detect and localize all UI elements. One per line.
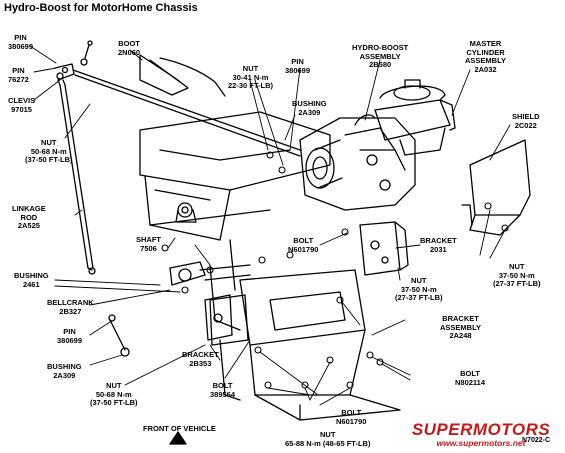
linkage-rod-drawing [54, 63, 96, 275]
label-nut-50-68-left: NUT 50-68 N-m (37-50 FT-LB) [25, 138, 73, 164]
top-pin-drawing [80, 40, 93, 66]
figure-code: N7022-C [522, 437, 551, 444]
diagram-title: Hydro-Boost for MotorHome Chassis [4, 2, 198, 14]
label-hydro-boost-assembly: HYDRO-BOOST ASSEMBLY 2B580 [352, 43, 409, 69]
bracket-2031-drawing [359, 221, 409, 276]
label-bolt-n802114: BOLT N802114 [455, 369, 486, 387]
label-nut-30-41: NUT 30-41 N-m 22-30 FT-LB) [228, 64, 274, 90]
watermark-brand: SUPERMOTORS [411, 420, 551, 439]
support-plate-drawing [139, 111, 331, 291]
label-bracket-2b353: BRACKET 2B353 [182, 350, 219, 368]
fastener-drawings [161, 151, 509, 389]
push-rod-drawing [72, 54, 301, 157]
watermark-url: www.supermotors.net [436, 438, 526, 448]
label-bracket-assembly: BRACKET ASSEMBLY 2A248 [440, 314, 481, 340]
label-linkage-rod: LINKAGE ROD 2A525 [12, 204, 46, 230]
label-bushing-2a309-top: BUSHING 2A309 [292, 99, 327, 117]
label-nut-37-50-mid: NUT 37-50 N-m (27-37 FT-LB) [395, 276, 443, 302]
front-arrow-drawing [169, 431, 187, 445]
label-master-cylinder-assembly: MASTER CYLINDER ASSEMBLY 2A032 [465, 39, 506, 74]
label-bellcrank: BELLCRANK 2B327 [47, 298, 94, 316]
label-nut-50-68-low: NUT 50-68 N-m (37-50 FT-LB) [90, 381, 138, 407]
label-boot: BOOT 2N060 [118, 39, 141, 57]
supermotors-watermark: SUPERMOTORS www.supermotors.net [400, 420, 562, 450]
label-pin-380699-low: PIN 380699 [57, 327, 83, 345]
label-bolt-n601790-lower: BOLT N601790 [336, 408, 367, 426]
bracket-2b353-drawing [204, 294, 233, 341]
label-pin-380699-mid: PIN 380699 [285, 57, 311, 75]
label-shaft: SHAFT 7506 [136, 235, 161, 253]
label-pin-76272: PIN 76272 [8, 66, 29, 84]
label-nut-65-88: NUT 65-88 N-m (48-65 FT-LB) [285, 430, 371, 448]
label-clevis: CLEVIS 97015 [8, 96, 36, 114]
master-cylinder-drawing [374, 79, 456, 156]
bellcrank-drawing [108, 261, 251, 357]
label-nut-37-50-right: NUT 37-50 N-m (27-37 FT-LB) [493, 262, 541, 288]
bracket-assembly-drawing [209, 269, 401, 421]
label-shield: SHIELD 2C022 [512, 112, 540, 130]
label-pin-380699-top: PIN 380699 [8, 33, 34, 51]
front-of-vehicle-label: FRONT OF VEHICLE [143, 424, 216, 433]
label-bolt-n601790-upper: BOLT N601790 [288, 236, 319, 254]
label-bracket-2031: BRACKET 2031 [420, 236, 457, 254]
label-bolt-389564: BOLT 389564 [210, 381, 236, 399]
leader-lines [29, 45, 511, 406]
label-bushing-2461: BUSHING 2461 [14, 271, 49, 289]
label-bushing-2a309-low: BUSHING 2A309 [47, 362, 82, 380]
shield-drawing [461, 139, 531, 236]
hydro-boost-body-drawing [299, 114, 416, 211]
